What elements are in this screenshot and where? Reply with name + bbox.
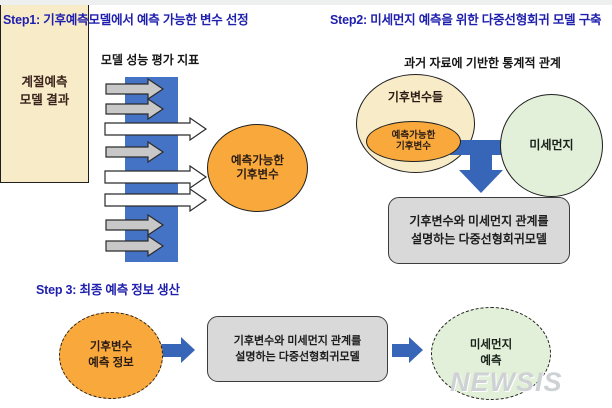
step2-title: Step2: 미세먼지 예측을 위한 다중선형회귀 모델 구축: [330, 13, 602, 27]
step3-title: Step 3: 최종 예측 정보 생산: [36, 283, 180, 297]
fine-dust-forecast-line1: 미세먼지: [469, 338, 513, 351]
flow-arrow-right: [392, 337, 423, 363]
relation-connector-stem: [470, 148, 492, 172]
regression-box2-line1: 기후변수와 미세먼지 관계를: [409, 214, 549, 229]
predictable-vars-line1: 예측가능한: [231, 154, 284, 167]
top-border-strip: [0, 0, 612, 5]
fine-dust-forecast-line2: 예측: [480, 354, 502, 367]
predictable-vars-line2: 기후변수: [236, 169, 279, 181]
predictable-subset-line2: 기후변수: [396, 140, 431, 152]
regression-box3-line2: 설명하는 다중선형회귀모델: [235, 351, 360, 363]
newsis-watermark: NEWSIS: [450, 367, 563, 397]
fine-dust-forecast-ellipse: 미세먼지 예측: [431, 307, 551, 400]
predictable-subset-ellipse: 예측가능한 기후변수: [366, 121, 461, 162]
regression-box3-line1: 기후변수와 미세먼지 관계를: [233, 334, 362, 347]
regression-model-box-step2: 기후변수와 미세먼지 관계를 설명하는 다중선형회귀모델: [388, 197, 570, 264]
climate-forecast-line2: 예측 정보: [88, 356, 134, 369]
regression-box2-line2: 설명하는 다중선형회귀모델: [411, 231, 547, 246]
model-performance-metric-label: 모델 성능 평가 지표: [100, 53, 200, 67]
predictable-climate-vars-ellipse: 예측가능한 기후변수: [207, 124, 308, 212]
regression-model-box-step3: 기후변수와 미세먼지 관계를 설명하는 다중선형회귀모델: [207, 316, 388, 382]
seasonal-forecast-model-box: 계절예측 모델 결과: [0, 0, 89, 183]
climate-vars-set-label: 기후변수들: [387, 90, 444, 104]
relation-connector-arrowhead: [459, 170, 503, 193]
fine-dust-circle-label: 미세먼지: [529, 138, 574, 152]
seasonal-forecast-model-line1: 계절예측: [21, 75, 68, 89]
predictable-subset-line1: 예측가능한: [391, 129, 436, 141]
step1-title: Step1: 기후예측모델에서 예측 가능한 변수 선정: [3, 13, 249, 27]
statistical-relation-label: 과거 자료에 기반한 통계적 관계: [404, 56, 561, 70]
climate-forecast-line1: 기후변수: [89, 340, 133, 353]
seasonal-forecast-model-line2: 모델 결과: [19, 92, 70, 107]
metric-filter-rect: [125, 77, 178, 262]
climate-forecast-info-ellipse: 기후변수 예측 정보: [59, 312, 163, 399]
fine-dust-circle: 미세먼지: [500, 94, 603, 197]
